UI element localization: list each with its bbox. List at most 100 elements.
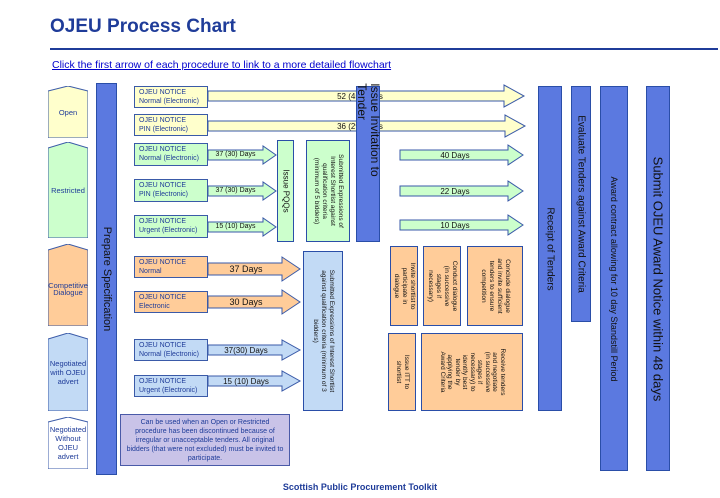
- arrow-restricted-40[interactable]: [399, 144, 524, 166]
- detail-flowchart-link[interactable]: Click the first arrow of each procedure …: [52, 59, 392, 71]
- conduct-dialogue-line-1: Conduct dialogue: [451, 260, 458, 312]
- notice-type: PIN (Electronic): [139, 191, 189, 198]
- arrow-negotiated-15-label: 15 (10) Days: [223, 377, 269, 386]
- arrow-restricted-37[interactable]: [207, 145, 277, 165]
- notice-type: Urgent (Electronic): [139, 227, 198, 234]
- conduct-dialogue-line-4: necessary): [427, 270, 434, 302]
- receive-tenders-line-3: (in successive: [483, 351, 491, 393]
- conclude-dialogue-line-1: Conclude dialogue: [504, 259, 511, 313]
- conduct-dialogue-line-3: stages if: [435, 273, 442, 299]
- notice-type: Electronic: [139, 303, 170, 310]
- submit-award-notice-bar: Submit OJEU Award Notice within 48 days: [646, 86, 670, 471]
- notice-restricted-urgent: OJEU NOTICE Urgent (Electronic): [134, 215, 208, 238]
- conclude-dialogue-line-2: and invite sufficient: [496, 258, 503, 314]
- procedure-nw-line-1: Negotiated: [49, 358, 87, 368]
- procedure-restricted-label: Restricted: [51, 185, 85, 195]
- notice-title: OJEU NOTICE: [139, 146, 187, 153]
- procedure-negotiated-with: Negotiated with OJEU advert: [48, 333, 88, 411]
- arrow-cd-30[interactable]: [207, 289, 301, 315]
- submitted-restricted-line-2: Interest Shortlist against: [329, 156, 336, 226]
- procedure-nwo-line-1: Negotiated: [49, 425, 87, 434]
- conclude-dialogue-box: Conclude dialogue and invite sufficient …: [467, 246, 523, 326]
- submitted-cd-line-1: Submitted Expressions of Interest Shortl…: [328, 269, 335, 393]
- procedure-competitive-dialogue: Competitive Dialogue: [48, 244, 88, 326]
- notice-type: PIN (Electronic): [139, 126, 189, 133]
- arrow-cd-37-label: 37 Days: [229, 264, 263, 274]
- procedure-restricted: Restricted: [48, 142, 88, 238]
- procedure-cd-line-2: Dialogue: [53, 288, 83, 297]
- evaluate-tenders-bar: Evaluate Tenders against Award Criteria: [571, 86, 591, 322]
- arrow-restricted-10-label: 10 Days: [440, 221, 470, 230]
- submitted-restricted-line-3: qualification criteria: [321, 163, 328, 219]
- issue-invitation-line-2: Tender: [355, 83, 369, 121]
- issue-pqqs-label: Issue PQQs: [281, 169, 290, 213]
- submitted-cd-line-3: bidders): [312, 319, 319, 343]
- receive-tenders-line-5: necessary) to: [468, 352, 476, 392]
- evaluate-tenders-label: Evaluate Tenders against Award Criteria: [575, 115, 587, 293]
- notice-type: Normal (Electronic): [139, 351, 199, 358]
- issue-itt-line-2: shortlist: [395, 360, 402, 384]
- notice-type: Normal: [139, 268, 162, 275]
- notice-title: OJEU NOTICE: [139, 259, 187, 266]
- procedure-open: Open: [48, 86, 88, 138]
- procedure-nw-line-3: advert: [57, 376, 79, 386]
- issue-itt-line-1: Issue ITT to: [403, 354, 410, 390]
- arrow-restricted-37b[interactable]: [207, 181, 277, 201]
- notice-title: OJEU NOTICE: [139, 218, 187, 225]
- receipt-of-tenders-bar: Receipt of Tenders: [538, 86, 562, 411]
- procedure-negotiated-without: Negotiated Without OJEU advert: [48, 417, 88, 469]
- title-rule: [50, 48, 718, 50]
- arrow-negotiated-37-label: 37(30) Days: [224, 346, 268, 355]
- procedure-nwo-line-2: Without: [55, 434, 81, 443]
- submitted-restricted-bar: Submitted Expressions of Interest Shortl…: [306, 140, 350, 242]
- receive-tenders-line-2: and negotiate: [491, 352, 499, 392]
- receive-tenders-line-8: applying the: [446, 354, 454, 390]
- notice-title: OJEU NOTICE: [139, 378, 187, 385]
- notice-title: OJEU NOTICE: [139, 182, 187, 189]
- submit-award-notice-label: Submit OJEU Award Notice within 48 days: [650, 156, 666, 401]
- notice-open-normal: OJEU NOTICE Normal (Electronic): [134, 86, 208, 108]
- receive-tenders-line-6: identify best: [461, 354, 469, 390]
- issue-itt-box: Issue ITT to shortlist: [388, 333, 416, 411]
- notice-title: OJEU NOTICE: [139, 342, 187, 349]
- arrow-restricted-37-label: 37 (30) Days: [215, 151, 256, 158]
- arrow-restricted-40-label: 40 Days: [440, 151, 470, 160]
- conclude-dialogue-line-3: tenders to ensure: [488, 260, 495, 312]
- arrow-restricted-15-label: 15 (10) Days: [215, 223, 256, 230]
- receive-tenders-line-4: stages if: [476, 359, 484, 385]
- arrow-negotiated-37[interactable]: [207, 339, 302, 361]
- arrow-cd-30-label: 30 Days: [229, 297, 263, 307]
- page-footer: Scottish Public Procurement Toolkit: [282, 482, 438, 492]
- procedure-nw-line-2: with OJEU: [50, 367, 86, 377]
- invite-shortlist-line-1: Invite shortlist to: [409, 262, 416, 310]
- issue-pqqs-bar: Issue PQQs: [277, 140, 294, 242]
- submitted-restricted-line-4: (minimum of 5 bidders): [313, 157, 320, 225]
- prepare-specification-bar: Prepare Specification: [96, 83, 117, 475]
- issue-invitation-line-1: Issue Invitation to: [368, 83, 382, 177]
- notice-type: Normal (Electronic): [139, 98, 199, 105]
- arrow-restricted-15[interactable]: [207, 217, 277, 237]
- notice-title: OJEU NOTICE: [139, 89, 187, 96]
- negotiated-without-note: Can be used when an Open or Restricted p…: [120, 414, 290, 466]
- arrow-negotiated-15[interactable]: [207, 370, 302, 392]
- submitted-restricted-line-1: Submitted Expressions of: [337, 154, 344, 228]
- conclude-dialogue-line-4: competition: [480, 269, 487, 303]
- invite-shortlist-box: Invite shortlist to participate in dialo…: [390, 246, 418, 326]
- receive-tenders-box: Receive tenders and negotiate (in succes…: [421, 333, 523, 411]
- arrow-restricted-10[interactable]: [399, 214, 524, 236]
- standstill-bar: Award contract allowing for 10 day Stand…: [600, 86, 628, 471]
- issue-invitation-bar: Issue Invitation to Tender: [355, 83, 382, 242]
- arrow-restricted-37b-label: 37 (30) Days: [215, 187, 256, 194]
- arrow-restricted-22-label: 22 Days: [440, 187, 470, 196]
- receive-tenders-line-9: Award Criteria: [438, 351, 446, 393]
- conduct-dialogue-line-2: (in successive: [443, 265, 450, 307]
- notice-type: Urgent (Electronic): [139, 387, 198, 394]
- arrow-restricted-22[interactable]: [399, 180, 524, 202]
- procedure-open-label: Open: [58, 107, 78, 117]
- page-title: OJEU Process Chart: [50, 16, 236, 37]
- invite-shortlist-line-2: participate in: [401, 267, 408, 305]
- receive-tenders-line-7: tender by: [453, 358, 461, 386]
- submitted-cd-bar: Submitted Expressions of Interest Shortl…: [303, 251, 343, 411]
- arrow-cd-37[interactable]: [207, 256, 301, 282]
